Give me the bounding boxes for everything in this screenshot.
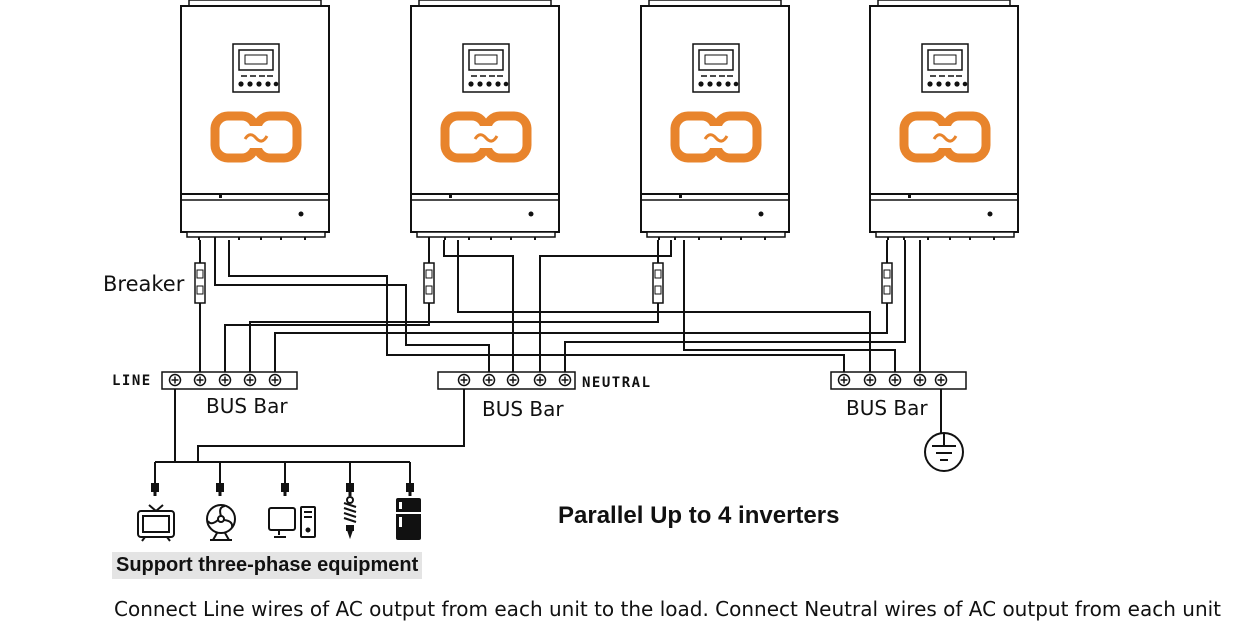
breaker-2 — [423, 262, 435, 304]
description-text: Connect Line wires of AC output from eac… — [114, 597, 1222, 621]
inverter-unit-4 — [870, 0, 1018, 240]
breaker-4 — [881, 262, 893, 304]
computer-icon — [268, 506, 316, 538]
inverter-unit-2 — [411, 0, 559, 240]
plug-icons — [151, 483, 414, 496]
bus-bar-neutral — [437, 371, 576, 390]
breaker-label: Breaker — [103, 272, 185, 296]
bus-bar-label-2: BUS Bar — [482, 397, 564, 421]
inverter-unit-3 — [641, 0, 789, 240]
inverter-unit-1 — [181, 0, 329, 240]
lamp-icon — [343, 496, 357, 540]
diagram-title: Parallel Up to 4 inverters — [558, 502, 840, 529]
fan-icon — [206, 504, 236, 541]
wiring — [154, 240, 942, 483]
bus-bar-ground — [830, 371, 967, 390]
line-label: LINE — [112, 373, 152, 389]
refrigerator-icon — [396, 498, 421, 540]
bus-bar-label-1: BUS Bar — [206, 394, 288, 418]
ground-icon — [924, 432, 964, 472]
neutral-label: NEUTRAL — [582, 375, 652, 391]
breaker-1 — [194, 262, 206, 304]
support-caption: Support three-phase equipment — [112, 552, 423, 579]
bus-bar-line — [161, 371, 298, 390]
breaker-3 — [652, 262, 664, 304]
bus-bar-label-3: BUS Bar — [846, 396, 928, 420]
tv-icon — [137, 504, 175, 542]
